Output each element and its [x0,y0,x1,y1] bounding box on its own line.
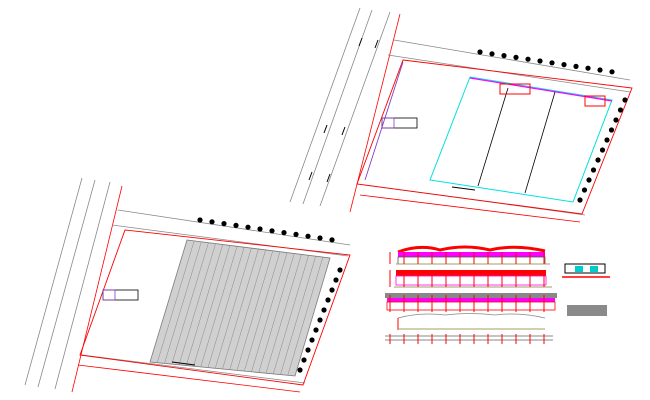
property-boundary-lower [79,229,351,386]
tree-icon [573,63,579,69]
hatch-line [229,249,266,370]
tree-icon [477,49,483,55]
bay-divider [524,91,556,194]
elevation-3 [385,293,557,311]
hatch-line [280,256,316,375]
tree-icon [597,67,603,73]
tree-icon [609,69,615,75]
tree-icon [337,267,343,273]
hatch-line [215,248,252,369]
office-block-upper [499,83,531,95]
road-lower [24,177,351,393]
tree-icon [309,337,315,343]
tree-icon [595,157,601,163]
tree-icon [313,327,319,333]
hatch-line [273,255,309,374]
tree-icon [329,287,335,293]
hatch-line [207,247,245,368]
hatch-line [157,240,195,363]
tree-icon [604,137,610,143]
hatch-line [294,257,331,377]
tree-icon [297,367,303,373]
tree-icon [317,317,323,323]
site-plan-upper [289,7,633,223]
tree-icon [325,297,331,303]
hatch-line [244,251,281,372]
tree-icon [245,224,251,230]
tree-icon [329,237,335,243]
tree-icon [209,219,215,225]
tree-icon [489,51,495,57]
tree-icon [233,222,239,228]
hatch-line [193,245,231,367]
hatch-line [164,241,202,364]
tree-icon [305,233,311,239]
tree-icon [549,60,555,66]
site-plan-lower [24,177,351,393]
hatch-line [236,250,274,371]
hatch-line [287,257,324,376]
tree-icon [537,58,543,64]
tree-icon [585,65,591,71]
tree-icon [513,54,519,61]
lane-markings-upper [308,37,379,183]
tree-icon [317,235,323,241]
tree-icon [305,347,311,353]
tree-icon [281,230,287,236]
section-view [397,313,546,330]
hatch-line [265,254,302,374]
tree-icon [599,147,606,153]
tree-icon [321,307,327,313]
gatehouse-lower [102,289,139,301]
column-markers [389,252,545,344]
tree-icon [525,56,531,62]
tree-icon [586,177,592,183]
detail-block [562,263,610,316]
gatehouse-upper [381,117,418,129]
elevation-5 [385,335,553,341]
elevation-2 [394,270,552,288]
hatch-line [186,244,223,366]
warehouse-outline-upper [429,76,613,203]
property-line-upper [364,61,404,181]
tree-icon [608,127,615,133]
tree-icon [577,197,583,203]
property-boundary-upper [356,59,633,215]
tree-icon [561,62,567,68]
elevations [385,245,557,344]
hatch-lines [149,239,331,377]
tree-icon [590,167,597,173]
hatch-line [251,252,288,372]
tree-icon [221,221,227,227]
tree-icon [617,107,624,113]
elevation-1 [396,245,550,265]
trees-lower [197,217,343,373]
tree-icon [622,97,628,103]
tree-icon [301,357,307,363]
trees-upper [477,49,628,203]
tree-icon [269,228,275,234]
hatch-line [178,243,216,365]
bay-divider [477,87,509,187]
road-upper [289,7,631,223]
hatch-line [222,248,259,370]
hatch-line [258,253,295,373]
hatch-line [200,246,238,367]
legend-box [567,305,607,316]
tree-icon [293,231,299,237]
tree-icon [581,187,588,193]
hatch-line [149,239,188,363]
tree-icon [197,217,203,223]
tree-icon [501,53,507,59]
tree-icon [257,226,263,232]
tree-icon [333,277,339,283]
hatch-line [171,242,209,365]
tree-icon [613,117,619,123]
